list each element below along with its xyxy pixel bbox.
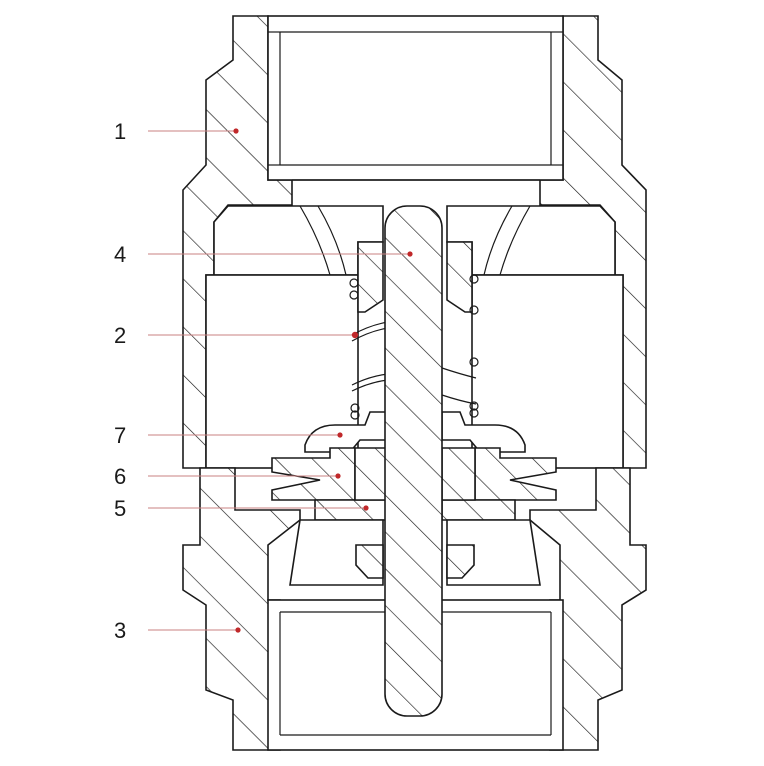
poppet-assembly [271, 411, 557, 521]
callout-marker-2 [351, 331, 359, 339]
callout-marker-6 [335, 473, 341, 479]
callout-label-3: 3 [114, 618, 126, 643]
callout-2: 2 [114, 323, 359, 348]
callout-marker-4 [407, 251, 413, 257]
valve-stem [384, 205, 443, 717]
callout-7: 7 [114, 423, 343, 448]
callout-marker-3 [235, 627, 241, 633]
callout-label-4: 4 [114, 242, 126, 267]
callout-marker-1 [233, 128, 239, 134]
upper-body-part [182, 15, 647, 469]
lower-body-part [182, 467, 647, 751]
callout-label-5: 5 [114, 496, 126, 521]
callout-6: 6 [114, 464, 341, 489]
callout-label-2: 2 [114, 323, 126, 348]
callout-marker-5 [363, 505, 369, 511]
callout-5: 5 [114, 496, 369, 521]
callout-marker-7 [337, 432, 343, 438]
callout-label-6: 6 [114, 464, 126, 489]
callout-4: 4 [114, 242, 413, 267]
callout-label-7: 7 [114, 423, 126, 448]
callout-1: 1 [114, 119, 239, 144]
callout-3: 3 [114, 618, 241, 643]
callout-label-1: 1 [114, 119, 126, 144]
